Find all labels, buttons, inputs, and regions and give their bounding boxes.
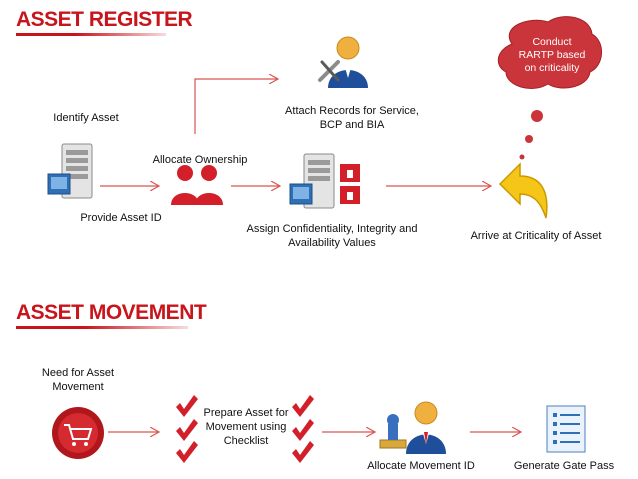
identify-asset-label: Identify Asset [53, 112, 119, 124]
asset-register-title: ASSET REGISTER [16, 8, 193, 31]
thought-line-2: RARTP based [518, 49, 586, 61]
asset-movement-title: ASSET MOVEMENT [16, 301, 207, 324]
attach-records-line-1: Attach Records for Service, [285, 105, 419, 117]
need-line-1: Need for Asset [41, 367, 115, 379]
assign-cia-line-1: Assign Confidentiality, Integrity and [246, 223, 418, 235]
thought-bubble-text: Conduct RARTP based on criticality [504, 36, 600, 75]
provide-asset-id-label: Provide Asset ID [80, 212, 162, 224]
prepare-asset-label: Prepare Asset for Movement using Checkli… [196, 406, 296, 448]
thought-line-1: Conduct [532, 36, 572, 48]
thought-line-3: on criticality [524, 62, 580, 74]
allocate-ownership-label: Allocate Ownership [152, 154, 248, 166]
prepare-line-3: Checklist [223, 435, 269, 447]
assign-cia-label: Assign Confidentiality, Integrity and Av… [232, 222, 432, 250]
generate-gate-pass-label: Generate Gate Pass [513, 460, 615, 472]
prepare-line-2: Movement using [205, 421, 287, 433]
checkmark-icon [176, 395, 314, 463]
thought-bubble [497, 16, 602, 160]
server-icon [47, 143, 93, 199]
register-title-underline [16, 33, 166, 36]
allocate-movement-id-label: Allocate Movement ID [367, 460, 475, 472]
checklist-icon [546, 405, 586, 453]
movement-title-underline [16, 326, 188, 329]
stamp-person-icon [379, 401, 446, 454]
arrive-criticality-label: Arrive at Criticality of Asset [470, 230, 602, 242]
assign-cia-line-2: Availability Values [288, 237, 376, 249]
need-asset-movement-label: Need for Asset Movement [30, 366, 126, 394]
arrow-to-attach-records [194, 79, 277, 134]
server-lock-icon [289, 153, 360, 209]
attach-records-line-2: BCP and BIA [319, 119, 385, 131]
people-icon [171, 165, 223, 205]
undo-arrow-icon [498, 162, 548, 219]
need-line-2: Movement [52, 381, 104, 393]
cart-icon [52, 407, 104, 459]
attach-records-label: Attach Records for Service, BCP and BIA [262, 104, 442, 132]
tools-person-icon [318, 36, 368, 88]
prepare-line-1: Prepare Asset for [203, 407, 289, 419]
